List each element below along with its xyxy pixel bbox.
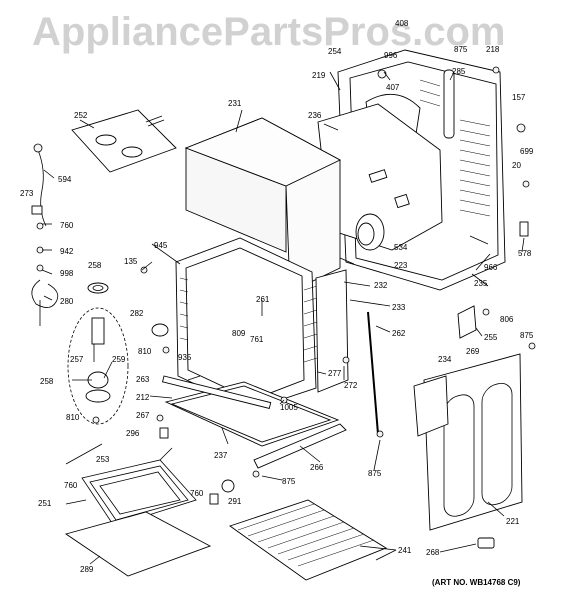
rear-cover-plate xyxy=(413,375,449,437)
part-label: 407 xyxy=(386,83,400,92)
part-label: 272 xyxy=(344,381,358,390)
part-label: 252 xyxy=(74,111,88,120)
oven-outer-wrapper xyxy=(184,117,341,293)
side-panel xyxy=(423,353,523,531)
part-label: 408 xyxy=(395,19,409,28)
part-label: 259 xyxy=(112,355,126,364)
part-label: 291 xyxy=(228,497,242,506)
part-label: 262 xyxy=(392,329,406,338)
part-label: 809 xyxy=(232,329,246,338)
part-label: 935 xyxy=(178,353,192,362)
part-label: 231 xyxy=(228,99,242,108)
top-heating-element xyxy=(71,109,177,173)
oven-cavity xyxy=(175,237,349,411)
small-hardware xyxy=(65,66,536,549)
part-label: 534 xyxy=(394,243,408,252)
part-label: 233 xyxy=(392,303,406,312)
part-label: 996 xyxy=(384,51,398,60)
probe-and-harness xyxy=(31,143,59,326)
vertical-strip xyxy=(367,311,379,435)
part-label: 277 xyxy=(328,369,342,378)
part-label: 236 xyxy=(308,111,322,120)
part-label: 760 xyxy=(60,221,74,230)
part-label: 261 xyxy=(256,295,270,304)
part-label: 241 xyxy=(398,546,412,555)
part-label: 269 xyxy=(466,347,480,356)
part-label: 945 xyxy=(154,241,168,250)
part-label: 221 xyxy=(506,517,520,526)
part-label: 760 xyxy=(64,481,78,490)
part-label: 267 xyxy=(136,411,150,420)
part-label: 875 xyxy=(454,45,468,54)
fan-motor-assembly xyxy=(67,307,129,425)
ring-gasket xyxy=(87,282,109,294)
part-label: 942 xyxy=(60,247,74,256)
part-label: 235 xyxy=(474,279,488,288)
part-label: 1005 xyxy=(280,403,298,412)
part-label: 594 xyxy=(58,175,72,184)
part-number-labels: 408 254 996 875 218 219 407 285 157 231 … xyxy=(20,19,534,574)
oven-rack xyxy=(229,499,387,581)
part-label: 285 xyxy=(452,67,466,76)
part-label: 251 xyxy=(38,499,52,508)
art-number: (ART NO. WB14768 C9) xyxy=(432,578,521,587)
part-label: 254 xyxy=(328,47,342,56)
part-label: 282 xyxy=(130,309,144,318)
part-label: 157 xyxy=(512,93,526,102)
part-label: 875 xyxy=(282,477,296,486)
part-label: 578 xyxy=(518,249,532,258)
part-label: 253 xyxy=(96,455,110,464)
part-label: 255 xyxy=(484,333,498,342)
part-label: 212 xyxy=(136,393,150,402)
part-label: 810 xyxy=(138,347,152,356)
part-label: 699 xyxy=(520,147,534,156)
part-label: 20 xyxy=(512,161,521,170)
part-label: 875 xyxy=(368,469,382,478)
broil-element xyxy=(81,447,197,527)
part-label: 258 xyxy=(40,377,54,386)
part-label: 268 xyxy=(426,548,440,557)
bake-shield-panel xyxy=(64,511,212,577)
leader-lines xyxy=(41,71,525,565)
part-label: 998 xyxy=(60,269,74,278)
part-label: 237 xyxy=(214,451,228,460)
part-label: 273 xyxy=(20,189,34,198)
part-label: 760 xyxy=(190,489,204,498)
part-label: 875 xyxy=(520,331,534,340)
part-label: 806 xyxy=(500,315,514,324)
part-label: 966 xyxy=(484,263,498,272)
part-label: 263 xyxy=(136,375,150,384)
part-label: 232 xyxy=(374,281,388,290)
part-label: 280 xyxy=(60,297,74,306)
part-label: 234 xyxy=(438,355,452,364)
part-label: 219 xyxy=(312,71,326,80)
part-label: 289 xyxy=(80,565,94,574)
part-label: 761 xyxy=(250,335,264,344)
part-label: 810 xyxy=(66,413,80,422)
part-label: 223 xyxy=(394,261,408,270)
part-label: 296 xyxy=(126,429,140,438)
part-label: 266 xyxy=(310,463,324,472)
part-label: 258 xyxy=(88,261,102,270)
convection-fan xyxy=(355,213,385,251)
part-label: 135 xyxy=(124,257,138,266)
part-label: 257 xyxy=(70,355,84,364)
part-label: 218 xyxy=(486,45,500,54)
